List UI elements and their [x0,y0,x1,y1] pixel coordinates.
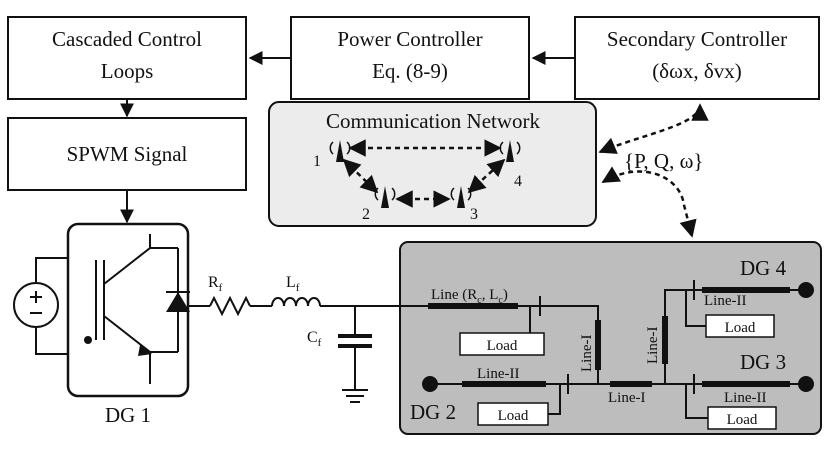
dg4-label: DG 4 [740,256,787,280]
inductor-lf [271,297,321,307]
load-label: Load [727,412,758,428]
line-main-label: Line (Rc, Lc) [431,287,508,306]
spwm-label: SPWM Signal [67,142,188,166]
comm-node-4: 4 [514,173,522,190]
link-comm-secondary [598,103,709,154]
rf-label: Rf [208,274,223,294]
microgrid-panel: Line (Rc, Lc) Load Line-I Line-II DG 2 L… [399,241,822,435]
dg3-label: DG 3 [740,350,786,374]
secondary-controller-block: Secondary Controller (δωx, δvx) [574,16,820,100]
secondary-label-1: Secondary Controller [607,27,787,51]
dc-source [13,257,68,355]
line-i-c-label: Line-I [645,327,661,364]
comm-node-3: 3 [470,206,478,223]
output-filter: Rf Lf Cf [188,274,428,403]
dg1-label: DG 1 [105,403,151,427]
load-box [707,406,777,430]
power-controller-block: Power Controller Eq. (8-9) [290,16,530,100]
comm-link-3-4 [467,158,506,194]
power-label-1: Power Controller [337,27,482,51]
comm-title: Communication Network [326,109,541,133]
power-label-2: Eq. (8-9) [372,59,448,83]
load-box [477,402,549,426]
load-label: Load [487,338,518,354]
resistor-rf [209,295,251,317]
inverter-dg1: DG 1 [66,222,190,427]
line-ii-c-label: Line-II [724,390,766,406]
cascaded-label-1: Cascaded Control [52,27,202,51]
dg4-node [798,282,814,298]
comm-node-2: 2 [362,206,370,223]
comm-link-1-2 [342,158,379,194]
load-box [705,314,775,338]
line-i-a-label: Line-I [579,335,595,372]
dg2-label: DG 2 [410,400,456,424]
dg3-node [798,376,814,392]
cf-label: Cf [307,329,322,349]
lf-label: Lf [286,274,300,294]
signals-label: {P, Q, ω} [624,149,704,173]
cascaded-label-2: Loops [101,59,154,83]
communication-network: Communication Network 1 2 3 4 [268,101,597,227]
line-i-b-label: Line-I [608,390,645,406]
load-label: Load [498,408,529,424]
cascaded-control-block: Cascaded Control Loops [7,16,247,100]
spwm-block: SPWM Signal [7,117,247,191]
line-ii-a-label: Line-II [477,366,519,382]
load-box [459,332,545,356]
load-label: Load [725,320,756,336]
comm-node-1: 1 [313,153,321,170]
line-ii-b-label: Line-II [704,293,746,309]
secondary-label-2: (δωx, δvx) [652,59,742,83]
link-comm-grid [601,166,697,238]
